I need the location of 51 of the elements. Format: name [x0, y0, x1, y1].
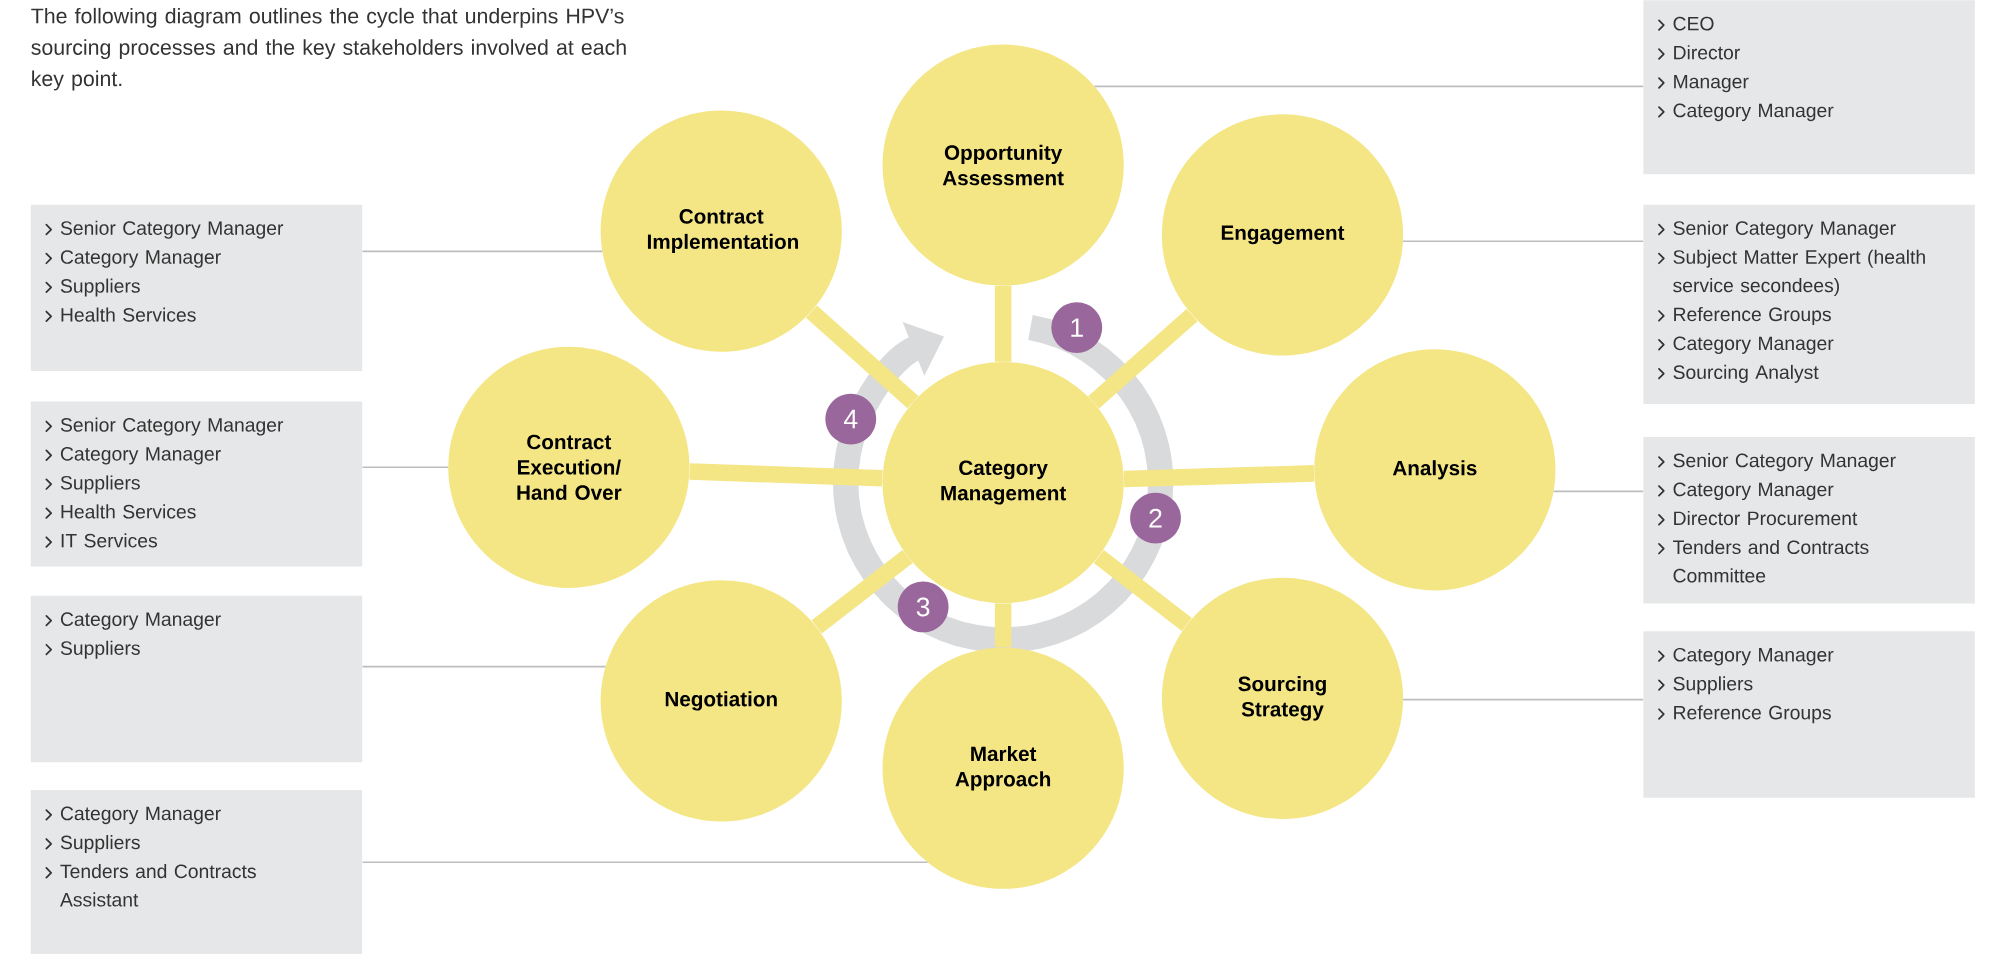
spoke-line — [689, 463, 883, 487]
list-item: Category Manager — [1673, 336, 1834, 354]
list-item: IT Services — [61, 533, 157, 548]
step-number: 2 — [1130, 492, 1181, 544]
list-item: Category Manager — [60, 612, 221, 630]
spoke-line — [1123, 465, 1315, 488]
leader-line — [361, 861, 929, 863]
list-item: Category Manager — [60, 806, 221, 825]
list-item: Suppliers — [60, 475, 140, 494]
list-item: Sourcing Analyst — [1673, 364, 1819, 383]
list-item: Suppliers — [1673, 676, 1753, 695]
list-item: Health Services — [61, 504, 196, 519]
spoke-line — [811, 550, 913, 634]
list-item: Tenders and Contracts Assistant — [60, 863, 256, 907]
spoke-line — [805, 305, 919, 409]
list-item: Suppliers — [60, 278, 140, 297]
list-item: Subject Matter Expert (health service secondees) — [1673, 249, 1925, 297]
leader-line — [1402, 240, 1644, 243]
list-item: Director — [1674, 45, 1740, 60]
list-item: Reference Groups — [1674, 705, 1831, 724]
list-item: Category Manager — [1673, 103, 1834, 122]
intro-paragraph: The following diagram outlines the cycle that underpins HPV’s sourcing processes and the key stakeholders involved at each key point. — [31, 7, 626, 91]
leader-line — [1552, 490, 1644, 493]
list-item: Health Services — [61, 307, 196, 322]
list-item: Manager — [1674, 74, 1749, 93]
list-item: Category Manager — [60, 250, 221, 268]
list-item: Tenders and Contracts Committee — [1673, 539, 1869, 583]
spoke-line — [994, 603, 1012, 648]
list-item: Reference Groups — [1674, 307, 1831, 325]
list-item: Category Manager — [1673, 482, 1834, 501]
leader-line — [361, 466, 450, 469]
spoke-line — [994, 285, 1012, 362]
leader-line — [361, 250, 604, 253]
step-number: 1 — [1051, 302, 1103, 353]
list-item: Suppliers — [60, 835, 140, 854]
leader-line — [1093, 85, 1644, 88]
list-item: Senior Category Manager — [60, 220, 284, 239]
list-item: Senior Category Manager — [1673, 220, 1896, 239]
step-number: 3 — [897, 581, 949, 633]
leader-line — [1402, 698, 1644, 701]
spoke-line — [1088, 308, 1198, 409]
list-item: Category Manager — [60, 447, 221, 465]
spoke-line — [1093, 549, 1192, 632]
list-item: Category Manager — [1673, 647, 1834, 666]
list-item: Suppliers — [60, 640, 140, 659]
list-item: CEO — [1673, 16, 1714, 31]
list-item: Senior Category Manager — [1673, 453, 1896, 472]
leader-line — [361, 665, 607, 668]
step-number: 4 — [825, 393, 877, 445]
list-item: Senior Category Manager — [60, 417, 284, 436]
list-item: Director Procurement — [1674, 510, 1858, 526]
